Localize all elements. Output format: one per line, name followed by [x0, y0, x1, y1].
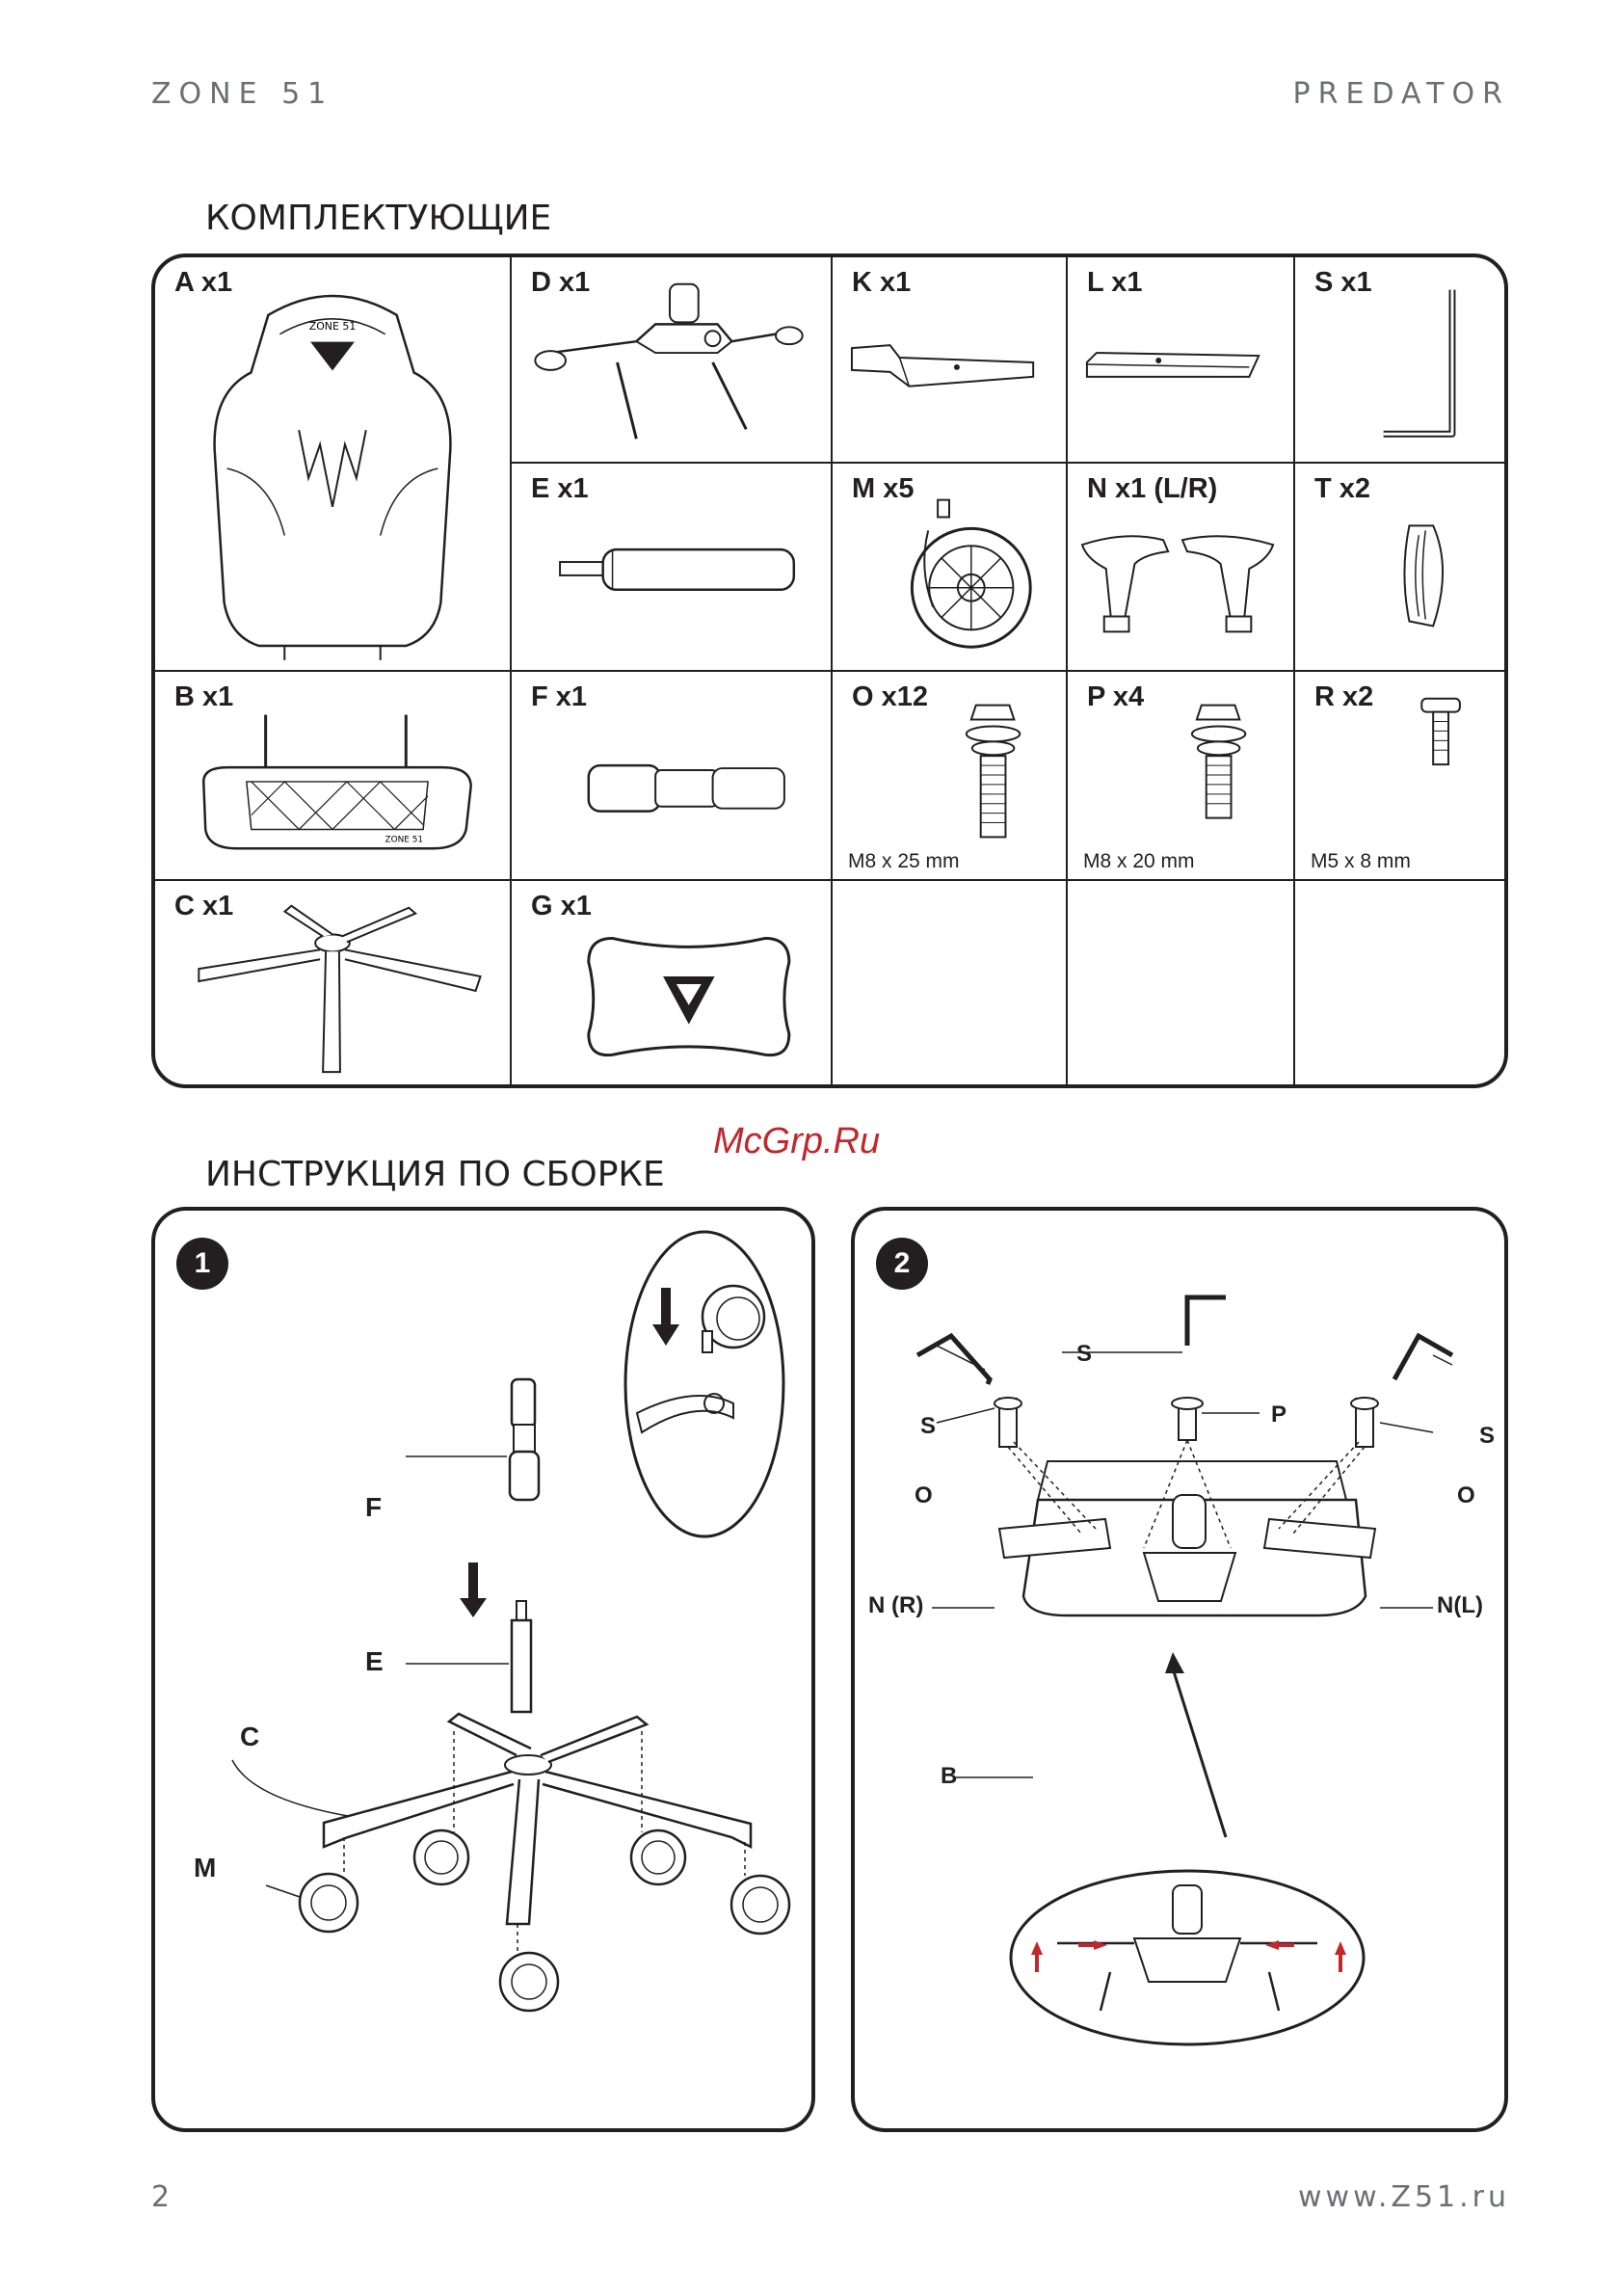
step-1-callout-c: C — [240, 1722, 259, 1752]
part-cell-m: M x5 — [833, 464, 1068, 672]
part-cell-o: O x12 M8 x 25 mm — [833, 672, 1068, 881]
assembly-step-2-panel: 2 — [851, 1207, 1508, 2132]
seat-logo-text: ZONE 51 — [385, 835, 423, 844]
step-1-diagram — [155, 1211, 815, 2132]
gas-lift-illustration — [512, 464, 831, 670]
armrests-illustration — [1068, 464, 1293, 670]
brand-logo-predator: PREDATOR — [1293, 77, 1510, 111]
bracket-l-illustration — [1068, 257, 1293, 462]
part-cell-l: L x1 — [1068, 257, 1295, 464]
part-cell-n: N x1 (L/R) — [1068, 464, 1295, 672]
caster-illustration — [833, 464, 1066, 670]
cover-illustration — [1295, 464, 1504, 670]
assembly-heading: ИНСТРУКЦИЯ ПО СБОРКЕ — [205, 1155, 665, 1194]
part-cell-k: K x1 — [833, 257, 1068, 464]
part-cell-s: S x1 — [1295, 257, 1504, 464]
page-number: 2 — [151, 2180, 170, 2214]
bolt-p-size: M8 x 20 mm — [1083, 850, 1195, 873]
step-2-callout-s-right: S — [1479, 1423, 1495, 1450]
base-illustration — [155, 881, 510, 1084]
part-cell-empty-2 — [1068, 881, 1295, 1084]
step-2-callout-p: P — [1271, 1402, 1286, 1428]
step-2-callout-o-right: O — [1457, 1482, 1475, 1509]
part-cell-empty-1 — [833, 881, 1068, 1084]
part-cell-r: R x2 M5 x 8 mm — [1295, 672, 1504, 881]
step-1-callout-e: E — [365, 1646, 384, 1677]
step-2-callout-b: B — [941, 1763, 957, 1790]
part-cell-e: E x1 — [512, 464, 833, 672]
bolt-r-illustration — [1295, 672, 1504, 879]
step-1-callout-f: F — [365, 1492, 382, 1523]
part-cell-a: A x1 ZONE 51 — [155, 257, 512, 672]
bolt-r-size: M5 x 8 mm — [1311, 850, 1411, 873]
part-cell-t: T x2 — [1295, 464, 1504, 672]
step-2-callout-s-top: S — [1076, 1341, 1092, 1368]
watermark: McGrp.Ru — [713, 1121, 880, 1162]
hex-key-illustration — [1295, 257, 1504, 462]
part-cell-g: G x1 — [512, 881, 833, 1084]
step-2-callout-o-left: O — [915, 1482, 933, 1509]
backrest-logo-text: ZONE 51 — [309, 320, 357, 333]
assembly-step-1-panel: 1 — [151, 1207, 815, 2132]
lumbar-pillow-illustration — [512, 881, 831, 1084]
part-cell-c: C x1 — [155, 881, 512, 1084]
parts-heading: КОМПЛЕКТУЮЩИЕ — [205, 199, 551, 238]
part-cell-b: B x1 ZONE 51 — [155, 672, 512, 881]
website-url[interactable]: www.Z51.ru — [1298, 2180, 1510, 2214]
part-cell-f: F x1 — [512, 672, 833, 881]
part-cell-p: P x4 M8 x 20 mm — [1068, 672, 1295, 881]
seat-illustration: ZONE 51 — [155, 672, 510, 879]
step-1-callout-m: M — [194, 1853, 216, 1883]
step-2-diagram — [855, 1211, 1508, 2132]
bolt-o-size: M8 x 25 mm — [848, 850, 960, 873]
step-2-callout-n-right: N (R) — [868, 1592, 923, 1619]
bolt-p-illustration — [1068, 672, 1293, 879]
mechanism-illustration — [512, 257, 831, 462]
backrest-illustration: ZONE 51 — [155, 257, 510, 670]
step-2-callout-s-left: S — [920, 1413, 936, 1440]
brand-logo-zone51: ZONE 51 — [151, 77, 333, 111]
parts-table: A x1 ZONE 51 D x1 K x1 — [151, 254, 1508, 1088]
part-cell-d: D x1 — [512, 257, 833, 464]
step-2-callout-n-left: N(L) — [1437, 1592, 1483, 1619]
lift-cover-illustration — [512, 672, 831, 879]
part-cell-empty-3 — [1295, 881, 1504, 1084]
bolt-o-illustration — [833, 672, 1066, 879]
bracket-k-illustration — [833, 257, 1066, 462]
